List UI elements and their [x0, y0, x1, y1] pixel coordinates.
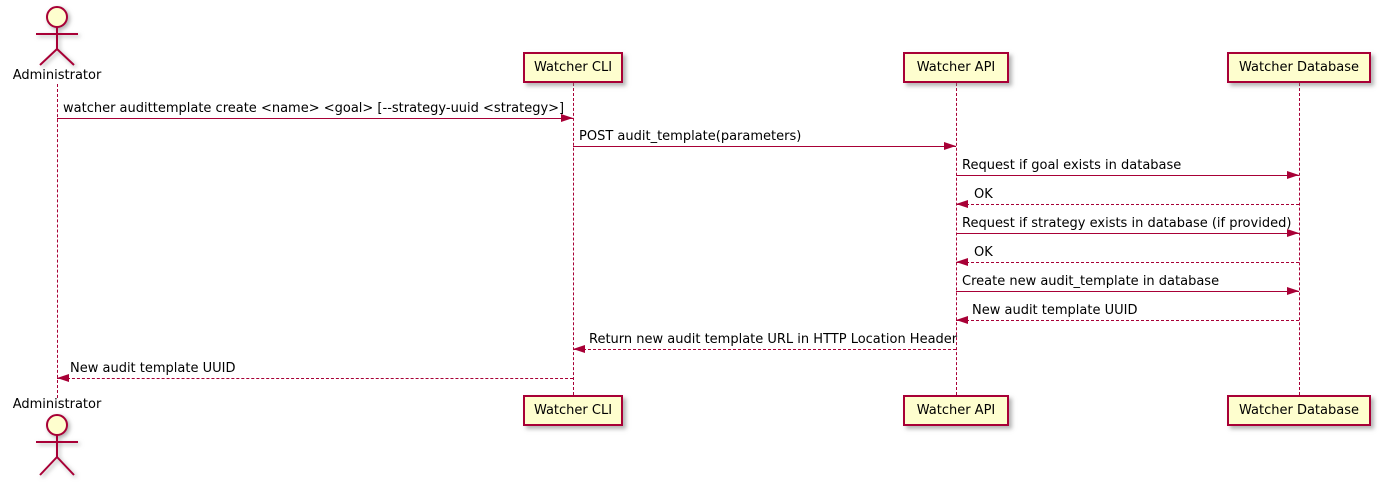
- message-arrow: [956, 200, 1299, 209]
- message-label: POST audit_template(parameters): [579, 129, 802, 144]
- arrowhead-icon: [573, 345, 585, 353]
- actor-icon: [27, 4, 87, 70]
- participant-box-watcher-api-bottom: Watcher API: [903, 395, 1009, 426]
- arrowhead-icon: [1287, 229, 1299, 237]
- participant-label: Watcher CLI: [533, 403, 613, 418]
- message-arrow: [57, 114, 573, 123]
- lifeline-watcher-cli: [573, 83, 574, 395]
- message-arrow: [57, 374, 573, 383]
- arrowhead-icon: [956, 200, 968, 208]
- message-label: New audit template UUID: [70, 361, 236, 376]
- actor-label-bottom: Administrator: [12, 397, 102, 412]
- participant-label: Watcher Database: [1239, 403, 1359, 418]
- lifeline-watcher-api: [956, 83, 957, 395]
- message-arrow: [956, 287, 1299, 296]
- arrowhead-icon: [57, 374, 69, 382]
- message-label: OK: [974, 187, 993, 202]
- participant-box-watcher-cli-top: Watcher CLI: [523, 52, 623, 83]
- arrowhead-icon: [561, 114, 573, 122]
- message-arrow: [956, 171, 1299, 180]
- arrowhead-icon: [956, 258, 968, 266]
- arrowhead-icon: [1287, 287, 1299, 295]
- participant-box-watcher-cli-bottom: Watcher CLI: [523, 395, 623, 426]
- participant-box-watcher-database-bottom: Watcher Database: [1227, 395, 1371, 426]
- message-arrow: [573, 142, 956, 151]
- participant-label: Watcher API: [916, 60, 996, 75]
- arrowhead-icon: [944, 142, 956, 150]
- message-arrow: [956, 316, 1299, 325]
- participant-label: Watcher Database: [1239, 60, 1359, 75]
- message-label: OK: [974, 245, 993, 260]
- message-arrow: [956, 258, 1299, 267]
- participant-label: Watcher API: [916, 403, 996, 418]
- message-label: watcher audittemplate create <name> <goa…: [63, 101, 565, 116]
- message-label: Return new audit template URL in HTTP Lo…: [589, 332, 958, 347]
- participant-box-watcher-api-top: Watcher API: [903, 52, 1009, 83]
- message-label: Request if strategy exists in database (…: [962, 216, 1292, 231]
- message-arrow: [956, 229, 1299, 238]
- message-arrow: [573, 345, 956, 354]
- message-label: Create new audit_template in database: [962, 274, 1220, 289]
- actor-icon: [27, 412, 87, 483]
- message-label: New audit template UUID: [972, 303, 1138, 318]
- message-label: Request if goal exists in database: [962, 158, 1182, 173]
- arrowhead-icon: [956, 316, 968, 324]
- lifeline-watcher-database: [1299, 83, 1300, 395]
- participant-label: Watcher CLI: [533, 60, 613, 75]
- participant-box-watcher-database-top: Watcher Database: [1227, 52, 1371, 83]
- actor-label-top: Administrator: [12, 68, 102, 83]
- arrowhead-icon: [1287, 171, 1299, 179]
- lifeline-administrator: [57, 84, 58, 398]
